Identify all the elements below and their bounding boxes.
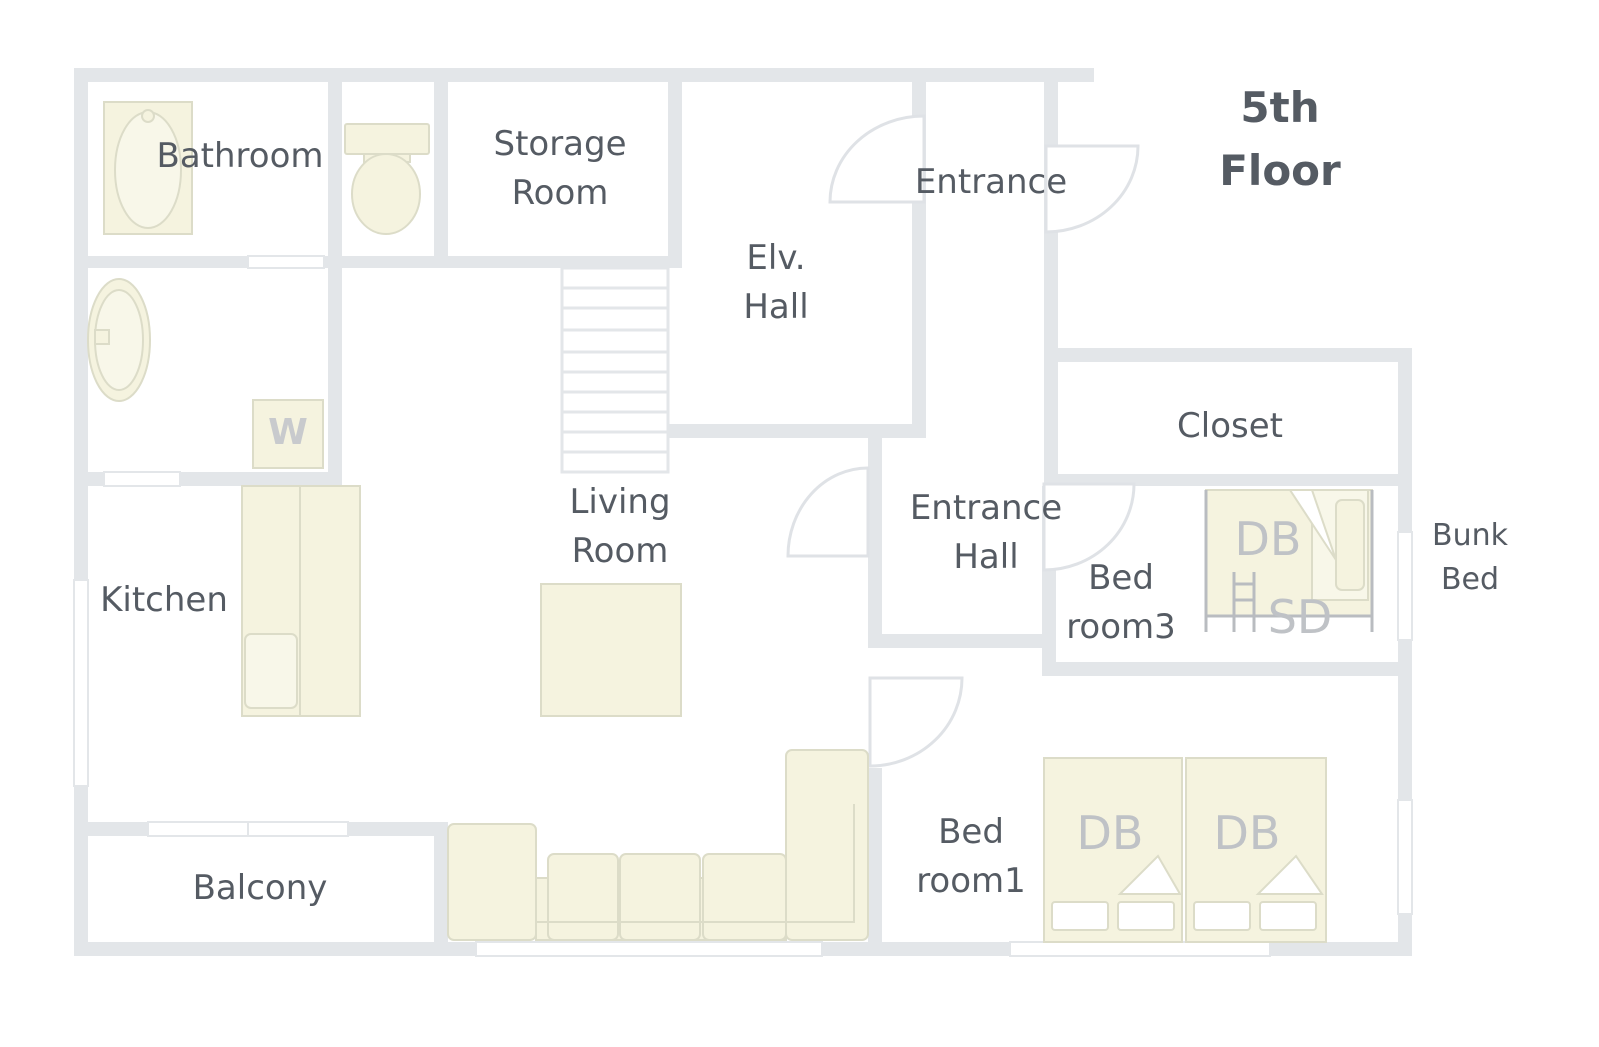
door-entrance-left <box>828 114 926 204</box>
washer-label: W <box>268 412 308 453</box>
wall-elv-bottom <box>668 424 926 438</box>
wall-left <box>74 68 88 956</box>
wall-balcony-right <box>434 822 448 946</box>
door-hall-left <box>786 466 870 558</box>
pillow-2 <box>1117 901 1175 931</box>
window-bed1-right <box>1397 799 1413 915</box>
wall-closet-left <box>1044 348 1058 478</box>
door-bed1 <box>868 676 964 768</box>
label-elv-hall: Elv. Hall <box>716 234 836 333</box>
doors <box>786 114 1140 768</box>
washing-machine <box>252 399 324 469</box>
staircase <box>560 266 670 474</box>
label-entrance-hall: Entrance Hall <box>896 484 1076 583</box>
label-living-room: Living Room <box>540 478 700 577</box>
label-storage-room: Storage Room <box>470 120 650 219</box>
bunk-top-label: DB <box>1234 512 1302 566</box>
floor-title-line2: Floor <box>1219 146 1341 195</box>
sofa-left-arm <box>447 823 537 941</box>
wall-storage-right <box>668 82 682 266</box>
bath-faucet <box>141 109 155 123</box>
kitchen-sink <box>244 633 298 709</box>
floor-title: 5th Floor <box>1200 76 1360 202</box>
floor-title-line1: 5th <box>1240 83 1320 132</box>
window-kitchen <box>73 579 89 787</box>
wall-closet-top <box>1044 348 1412 362</box>
wall-bed1-left <box>868 768 882 956</box>
label-entrance-hall-line1: Entrance <box>909 488 1063 528</box>
sofa-cushion-1 <box>547 853 619 941</box>
window-balcony-2 <box>247 821 349 837</box>
label-living-line1: Living <box>569 482 671 522</box>
label-entrance: Entrance <box>914 162 1068 202</box>
label-balcony: Balcony <box>192 868 328 908</box>
window-living-bottom <box>475 941 823 957</box>
sofa-cushion-2 <box>619 853 701 941</box>
bunk-bottom-label: SD <box>1267 590 1333 644</box>
label-bunk-line2: Bed <box>1440 561 1500 597</box>
wall-hall-left <box>868 438 882 642</box>
window-bath <box>247 255 325 269</box>
door-bed3 <box>1042 482 1136 572</box>
wall-hall-bottom <box>868 634 1054 648</box>
window-balcony-1 <box>147 821 249 837</box>
pillow-3 <box>1193 901 1251 931</box>
label-bathroom: Bathroom <box>156 136 324 176</box>
label-elv-line2: Hall <box>743 287 809 328</box>
label-storage-line1: Storage <box>493 124 627 164</box>
label-bedroom1-line1: Bed <box>938 812 1004 852</box>
label-bedroom3-line2: room3 <box>1066 607 1176 648</box>
dining-table <box>540 583 682 717</box>
door-entrance-right <box>1044 144 1140 234</box>
wall-bath-divider <box>328 82 342 484</box>
sofa-right-arm <box>785 749 869 941</box>
toilet-tank <box>344 123 430 155</box>
pillow-4 <box>1259 901 1317 931</box>
label-closet: Closet <box>1177 406 1283 446</box>
label-bunk-bed: Bunk Bed <box>1420 514 1520 601</box>
bunk-ladder <box>1204 490 1374 632</box>
sofa-cushion-3 <box>702 853 787 941</box>
label-storage-line2: Room <box>511 173 609 214</box>
pillow-1 <box>1051 901 1109 931</box>
wall-toilet-divider <box>434 82 448 264</box>
label-living-line2: Room <box>571 531 669 572</box>
window-bunk <box>1397 531 1413 641</box>
label-kitchen: Kitchen <box>100 580 228 620</box>
label-bedroom3-line1: Bed <box>1088 558 1154 598</box>
furniture <box>87 101 1373 943</box>
label-bedroom1-line2: room1 <box>916 861 1026 902</box>
label-bedroom1: Bed room1 <box>906 808 1036 907</box>
label-bunk-line1: Bunk <box>1432 518 1508 553</box>
label-elv-line1: Elv. <box>746 238 806 278</box>
double-bed-right-label: DB <box>1213 806 1281 860</box>
window-bed1-bottom <box>1009 941 1271 957</box>
double-bed-left-label: DB <box>1076 806 1144 860</box>
wall-top <box>74 68 1094 82</box>
toilet-bowl <box>351 153 421 235</box>
window-laundry <box>103 471 181 487</box>
wall-bed3-bottom <box>1042 662 1398 676</box>
wall-bath-bottom <box>88 256 682 268</box>
label-bedroom3: Bed room3 <box>1056 554 1186 653</box>
label-entrance-hall-line2: Hall <box>953 537 1019 578</box>
windows <box>73 255 1413 957</box>
